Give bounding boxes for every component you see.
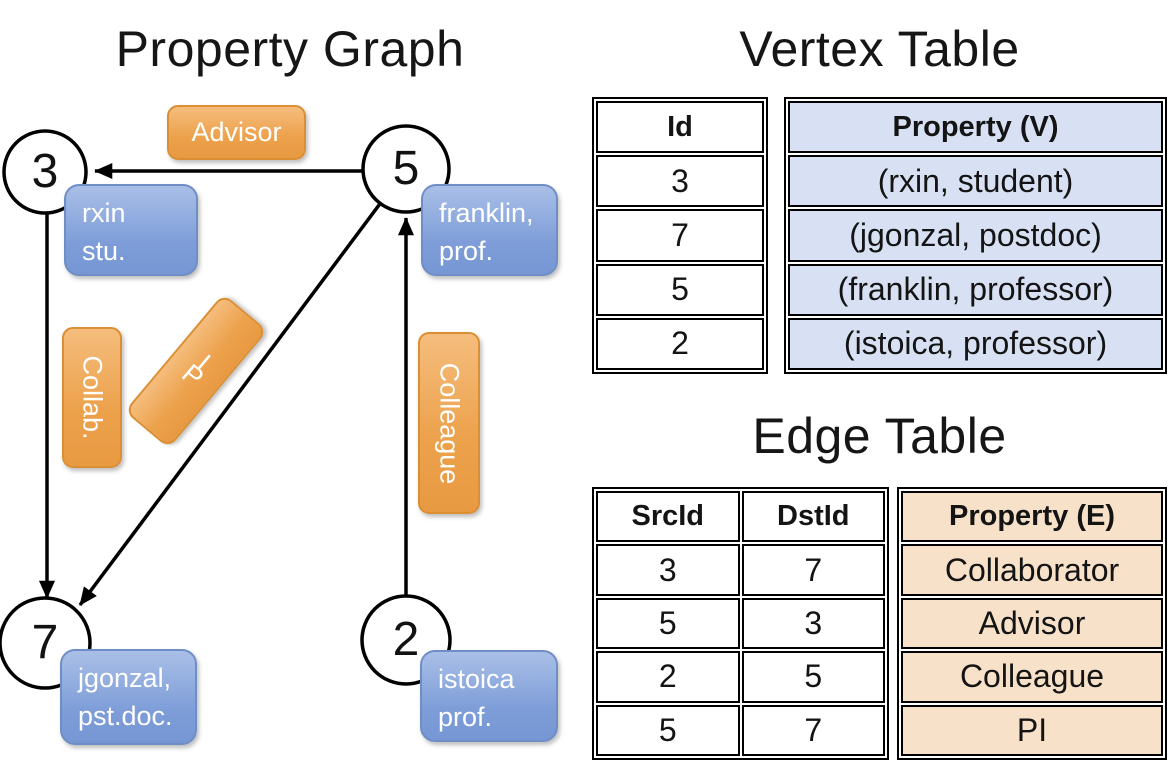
edge-row-0-property: Collaborator (901, 544, 1163, 596)
edge-row-3-property: PI (901, 704, 1163, 756)
edge-row-1-src: 5 (596, 597, 740, 650)
column-header-property-e: Property (E) (901, 491, 1163, 543)
edge-row-3-dst: 7 (741, 704, 885, 756)
edge-table-title: Edge Table (752, 408, 1007, 464)
edge-label-collab: Collab. (62, 327, 122, 468)
node-id-7: 7 (31, 616, 59, 669)
vertex-row-3-property: (istoica, professor) (788, 317, 1163, 370)
edge-row-3-src: 5 (596, 704, 740, 756)
edge-row-1-property: Advisor (901, 597, 1163, 650)
vertex-table-title: Vertex Table (739, 21, 1020, 77)
column-header-property-v: Property (V) (788, 101, 1163, 154)
vertex-prop-3-line2: stu. (82, 236, 126, 266)
vertex-row-2-property: (franklin, professor) (788, 263, 1163, 316)
vertex-row-0-id: 3 (596, 155, 764, 208)
vertex-row-1-id: 7 (596, 209, 764, 262)
vertex-table-property-column: Property (V) (rxin, student) (jgonzal, p… (784, 97, 1167, 374)
vertex-row-0-property: (rxin, student) (788, 155, 1163, 208)
edge-label-colleague-text: Colleague (434, 362, 465, 484)
property-graph-title: Property Graph (115, 21, 465, 77)
node-id-2: 2 (392, 613, 420, 666)
edge-row-0-src: 3 (596, 544, 740, 596)
edge-row-2-src: 2 (596, 651, 740, 703)
vertex-prop-box-2: istoica prof. (420, 650, 558, 742)
vertex-table-id-column: Id 3 7 5 2 (592, 97, 768, 374)
vertex-prop-5-line1: franklin, (439, 198, 534, 228)
vertex-prop-7-line2: pst.doc. (78, 701, 173, 731)
edge-label-pi-text: PI (176, 348, 216, 393)
vertex-prop-2-line2: prof. (438, 702, 493, 732)
vertex-prop-7-line1: jgonzal, (78, 663, 172, 693)
edge-table-property-column: Property (E) Collaborator Advisor Collea… (897, 487, 1167, 760)
vertex-prop-box-3: rxin stu. (64, 184, 198, 276)
edge-label-collab-text: Collab. (77, 355, 108, 440)
vertex-row-1-property: (jgonzal, postdoc) (788, 209, 1163, 262)
edge-5-to-7 (78, 167, 408, 607)
edge-row-2-property: Colleague (901, 651, 1163, 703)
edge-label-advisor: Advisor (167, 105, 306, 160)
vertex-row-3-id: 2 (596, 317, 764, 370)
vertex-row-2-id: 5 (596, 263, 764, 316)
vertex-prop-box-7: jgonzal, pst.doc. (60, 649, 197, 745)
node-id-5: 5 (392, 142, 420, 195)
vertex-prop-2-line1: istoica (438, 664, 515, 694)
edge-row-2-dst: 5 (741, 651, 885, 703)
edge-label-advisor-text: Advisor (191, 117, 282, 147)
column-header-id: Id (596, 101, 764, 154)
vertex-prop-5-line2: prof. (439, 236, 494, 266)
column-header-dstid: DstId (741, 491, 885, 543)
node-id-3: 3 (31, 145, 59, 198)
column-header-srcid: SrcId (596, 491, 740, 543)
edge-table-src-dst-columns: SrcId DstId 3 7 5 3 2 5 5 7 (592, 487, 889, 760)
property-graph-canvas (0, 124, 452, 690)
edge-label-colleague: Colleague (418, 332, 480, 514)
edge-row-1-dst: 3 (741, 597, 885, 650)
vertex-prop-3-line1: rxin (82, 198, 126, 228)
vertex-prop-box-5: franklin, prof. (421, 184, 558, 276)
edge-row-0-dst: 7 (741, 544, 885, 596)
